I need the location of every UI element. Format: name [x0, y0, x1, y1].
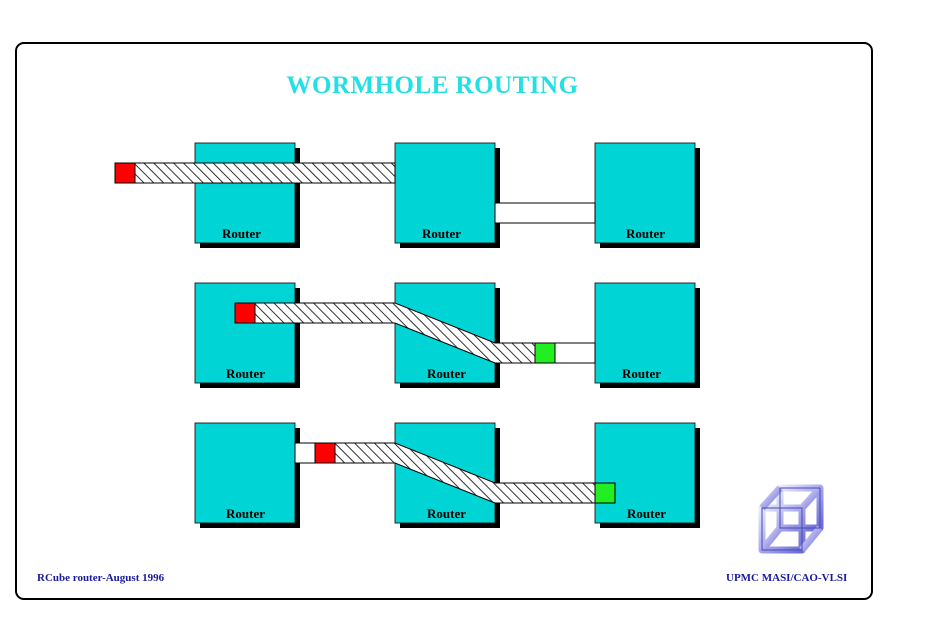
head-flit	[314, 442, 336, 464]
router-box	[194, 422, 296, 524]
router-label: Router	[222, 226, 261, 241]
empty-link	[294, 442, 316, 464]
slide-frame	[15, 42, 873, 600]
router-label: Router	[627, 506, 666, 521]
router-label: Router	[427, 506, 466, 521]
worm-body	[134, 162, 396, 184]
worm-row-2	[234, 302, 596, 364]
router-box	[594, 282, 696, 384]
router-labels: Router Router Router Router Router Route…	[222, 226, 666, 521]
tail-flit	[594, 482, 616, 504]
router-box	[194, 142, 296, 244]
router-label: Router	[422, 226, 461, 241]
router-box	[594, 142, 696, 244]
router-label: Router	[226, 506, 265, 521]
router-box	[594, 422, 696, 524]
router-row-2	[194, 282, 696, 384]
tail-flit	[534, 342, 556, 364]
router-label: Router	[427, 366, 466, 381]
router-label: Router	[226, 366, 265, 381]
router-box	[194, 282, 296, 384]
footer-right-text: UPMC MASI/CAO-VLSI	[726, 572, 848, 584]
router-label: Router	[622, 366, 661, 381]
worm-row-1	[114, 162, 596, 224]
head-flit	[114, 162, 136, 184]
rcube-logo-icon	[758, 484, 824, 554]
head-flit	[234, 302, 256, 324]
slide-title: WORMHOLE ROUTING	[286, 72, 579, 99]
router-row-1	[194, 142, 696, 244]
router-box	[394, 142, 496, 244]
empty-link	[554, 342, 596, 364]
footer-left-text: RCube router-August 1996	[37, 572, 165, 584]
worm-row-3	[294, 442, 616, 504]
router-label: Router	[626, 226, 665, 241]
empty-link	[494, 202, 596, 224]
